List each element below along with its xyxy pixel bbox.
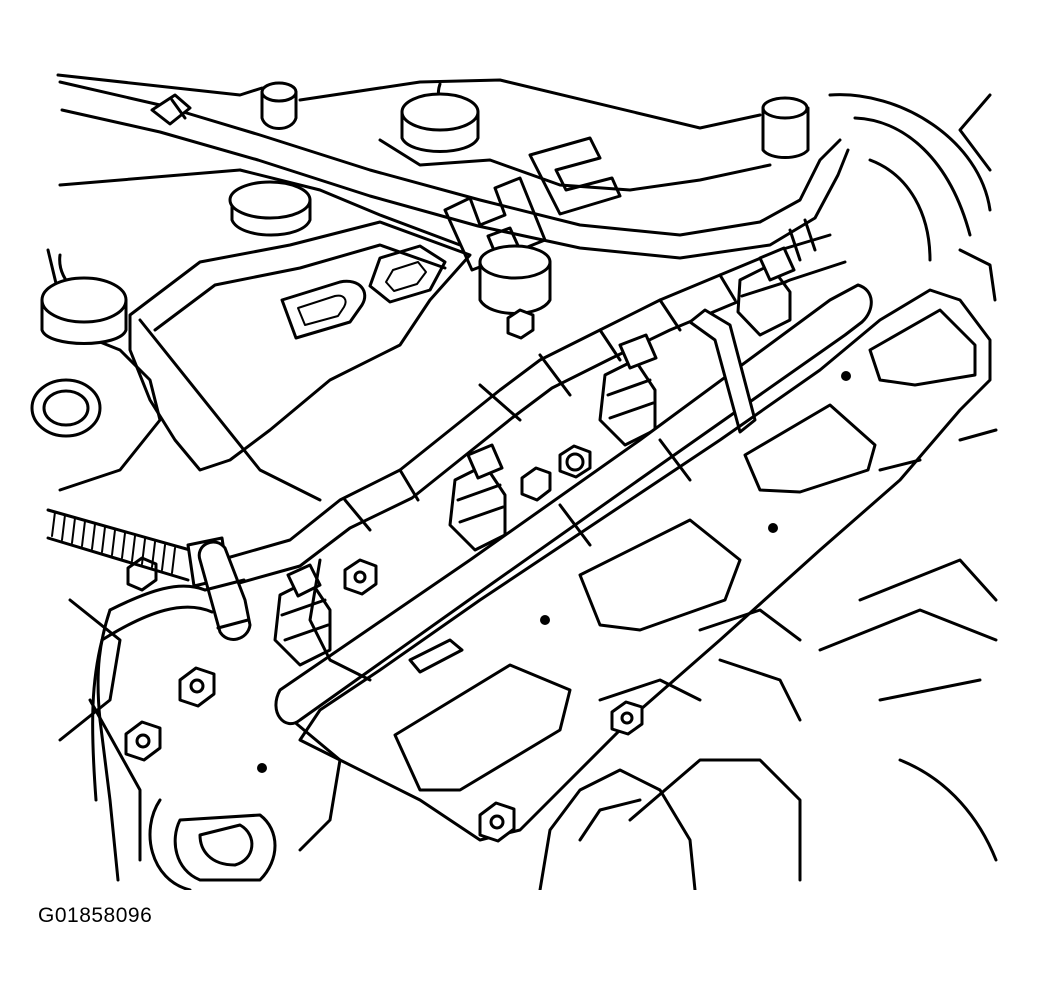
dohc-letter-c: [528, 136, 622, 216]
engine-block-outline: [46, 73, 998, 882]
bolt-head: [178, 666, 216, 708]
injector-connector-4: [736, 246, 796, 337]
fuel-rail: [274, 283, 873, 726]
wiring-harness: [46, 508, 252, 882]
engine-line-drawing: [30, 73, 998, 890]
bolt-head: [558, 444, 592, 479]
intake-port-4: [868, 308, 977, 387]
dohc-letter-o: [368, 244, 447, 304]
fuel-injector-connectors: [273, 246, 796, 667]
oil-filler-cap: [30, 378, 102, 438]
bolt-head: [478, 801, 516, 843]
injector-connector-1: [273, 563, 332, 667]
fasteners: [124, 308, 851, 843]
bolt-head: [343, 558, 378, 596]
dohc-letter-d: [280, 279, 367, 340]
vacuum-hose: [58, 80, 850, 262]
valve-cover-grommets: [40, 81, 552, 345]
injector-connector-3: [598, 333, 658, 447]
lower-casting: [148, 558, 802, 890]
intake-port-1: [393, 663, 572, 792]
bolt-head: [506, 308, 535, 340]
figure-code: G01858096: [38, 904, 153, 927]
intake-port-2: [578, 518, 742, 632]
bolt-head: [520, 466, 552, 502]
bolt-head: [610, 700, 644, 736]
intake-port-3: [743, 403, 877, 494]
bolt-head: [124, 720, 162, 762]
